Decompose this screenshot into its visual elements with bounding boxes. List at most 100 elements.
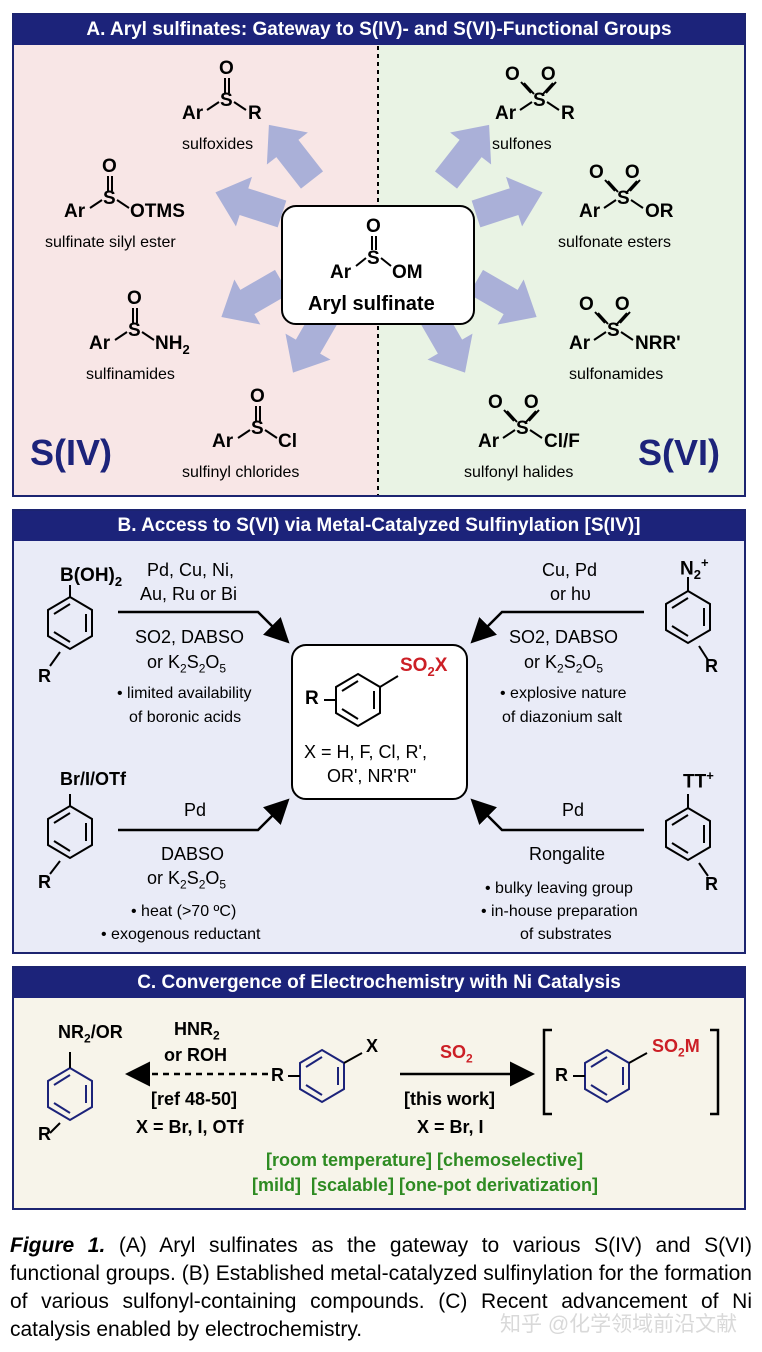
- center-om: OM: [392, 262, 423, 283]
- label-sulfonate-esters: sulfonate esters: [558, 234, 671, 251]
- c-left-above2: or ROH: [164, 1045, 227, 1065]
- sulfinyl-oxygen: O: [250, 386, 265, 407]
- caption-text: (A) Aryl sulfinates as the gateway to va…: [10, 1234, 752, 1341]
- bracket-right: [710, 1028, 720, 1116]
- sulfoxide-ar: Ar: [182, 103, 204, 124]
- arrow-top-right: [470, 610, 644, 644]
- c-left-sub: NR2/OR: [58, 1022, 123, 1046]
- center-x-line2: OR', NR'R": [327, 766, 417, 786]
- center-ar: Ar: [330, 262, 352, 283]
- center-so2x: SO2X: [400, 655, 448, 679]
- panel-c-rings: [47, 1048, 648, 1134]
- bl-below1: DABSO: [161, 844, 225, 864]
- sulfonamide-ar: Ar: [569, 333, 591, 354]
- tr-above1: Cu, Pd: [542, 560, 598, 580]
- tl-above1: Pd, Cu, Ni,: [147, 560, 235, 580]
- tl-note2: of boronic acids: [129, 709, 242, 726]
- sulfone-oxygens: O O: [505, 64, 556, 85]
- arrow-sulfonamides: [469, 269, 537, 325]
- c-right-r: R: [555, 1065, 568, 1085]
- sulfonyl-clf: Cl/F: [544, 431, 580, 452]
- sulfinamide-sulfur: S: [128, 320, 141, 341]
- silyl-otms: OTMS: [130, 201, 185, 222]
- sulfinamide-oxygen: O: [127, 288, 142, 309]
- bl-leaving-group: Br/I/OTf: [60, 769, 126, 789]
- sulfone-ar: Ar: [495, 103, 517, 124]
- tr-note1: • explosive nature: [500, 685, 627, 702]
- tl-note1: • limited availability: [117, 685, 252, 702]
- silyl-oxygen: O: [102, 156, 117, 177]
- radial-arrows: [215, 124, 543, 373]
- sulfone-sulfur: S: [533, 90, 546, 111]
- panel-a: A. Aryl sulfinates: Gateway to S(IV)- an…: [12, 13, 746, 497]
- sulfinamide-nh2: NH2: [155, 333, 190, 357]
- center-sulfur: S: [367, 248, 380, 269]
- tl-below1: SO2, DABSO: [135, 627, 245, 647]
- sulfonate-sulfur: S: [617, 188, 630, 209]
- br-note2: • in-house preparation: [481, 903, 638, 920]
- arrow-bottom-left: [118, 798, 290, 832]
- tl-r: R: [38, 666, 51, 686]
- caption-label: Figure 1.: [10, 1234, 106, 1257]
- panel-c: C. Convergence of Electrochemistry with …: [12, 966, 746, 1210]
- sulfoxide-sulfur: S: [220, 90, 233, 111]
- arrow-top-left: [118, 610, 290, 644]
- bl-note2: • exogenous reductant: [101, 926, 261, 943]
- tl-below2: or K2S2O5: [147, 652, 227, 676]
- arrow-sulfoxides: [266, 124, 324, 189]
- sulfonate-ar: Ar: [579, 201, 601, 222]
- panel-c-arrows: [125, 1028, 720, 1116]
- c-right-below2: X = Br, I: [417, 1117, 484, 1137]
- br-below1: Rongalite: [529, 844, 606, 864]
- c-start-x: X: [366, 1036, 379, 1056]
- watermark: 知乎 @化学领域前沿文献: [500, 1313, 738, 1336]
- arrow-sulfonate-esters: [471, 176, 543, 228]
- panel-b-rings: [47, 577, 711, 877]
- aryl-sulfinate-box: [281, 205, 475, 325]
- label-silyl-ester: sulfinate silyl ester: [45, 234, 176, 251]
- s-vi-label: S(VI): [638, 432, 721, 473]
- bracket-left: [542, 1028, 552, 1116]
- arrow-sulfinamides: [221, 269, 289, 325]
- sulfinyl-ar: Ar: [212, 431, 234, 452]
- label-sulfones: sulfones: [492, 136, 552, 153]
- panel-b-title: B. Access to S(VI) via Metal-Catalyzed S…: [14, 511, 744, 541]
- figure-caption: Figure 1. (A) Aryl sulfinates as the gat…: [10, 1232, 752, 1344]
- tl-boh2: B(OH)2: [60, 565, 123, 589]
- panel-a-title: A. Aryl sulfinates: Gateway to S(IV)- an…: [14, 15, 744, 45]
- c-features-line1: [room temperature] [chemoselective]: [266, 1150, 584, 1170]
- sulfonamide-sulfur: S: [607, 320, 620, 341]
- tr-above2: or hυ: [550, 584, 591, 604]
- center-r: R: [305, 688, 319, 709]
- label-sulfinyl-chlorides: sulfinyl chlorides: [182, 464, 300, 481]
- label-sulfonyl-halides: sulfonyl halides: [464, 464, 574, 481]
- sulfonyl-oxygens: O O: [488, 392, 539, 413]
- sulfoxide-r: R: [248, 103, 262, 124]
- tr-note2: of diazonium salt: [502, 709, 623, 726]
- arrow-sulfones: [434, 124, 492, 189]
- bl-r: R: [38, 872, 51, 892]
- sulfonate-or: OR: [645, 201, 674, 222]
- br-above1: Pd: [562, 800, 585, 820]
- s-iv-label: S(IV): [30, 432, 113, 473]
- c-features-line2: [mild] [scalable] [one-pot derivatizatio…: [252, 1175, 599, 1195]
- center-x-line1: X = H, F, Cl, R',: [304, 742, 427, 762]
- panel-a-bonds: [89, 78, 644, 439]
- silyl-ar: Ar: [64, 201, 86, 222]
- c-right-below1: [this work]: [404, 1089, 496, 1109]
- sulfonamide-oxygens: O O: [579, 294, 630, 315]
- br-tt: TT+: [683, 768, 714, 793]
- br-note1: • bulky leaving group: [485, 880, 633, 897]
- bl-below2: or K2S2O5: [147, 868, 227, 892]
- tl-above2: Au, Ru or Bi: [140, 584, 238, 604]
- c-right-above: SO2: [440, 1042, 473, 1066]
- sulfoxide-oxygen: O: [219, 58, 234, 79]
- label-sulfoxides: sulfoxides: [182, 136, 254, 153]
- c-left-below1: [ref 48-50]: [151, 1089, 238, 1109]
- sulfinamide-ar: Ar: [89, 333, 111, 354]
- c-start-r: R: [271, 1065, 284, 1085]
- c-right-sub: SO2M: [652, 1036, 700, 1060]
- c-left-below2: X = Br, I, OTf: [136, 1117, 244, 1137]
- product-box: [291, 644, 468, 800]
- br-r: R: [705, 874, 718, 894]
